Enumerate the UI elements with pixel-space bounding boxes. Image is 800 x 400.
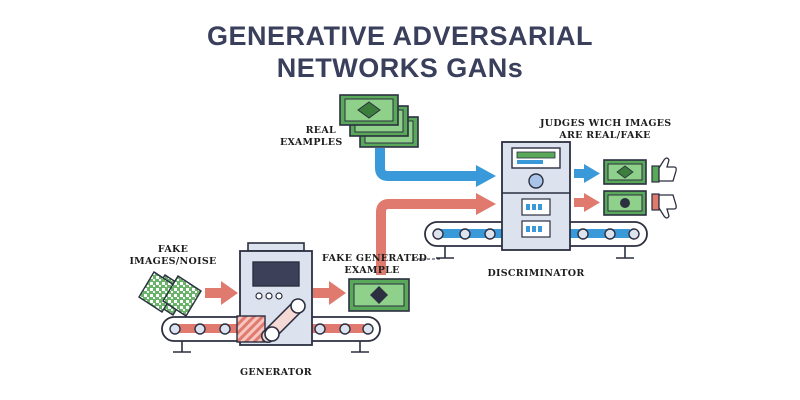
judges-label-line2: ARE REAL/FAKE — [559, 130, 651, 141]
generator-to-fake-arrow — [313, 281, 346, 305]
thumbs-down-icon — [651, 193, 677, 219]
real-examples-banknotes — [339, 94, 419, 148]
real-output-banknote — [603, 159, 647, 185]
judges-label: JUDGES WICH IMAGES ARE REAL/FAKE — [540, 118, 672, 142]
real-examples-label: REAL EXAMPLES — [280, 125, 343, 149]
real-to-discriminator-arrow — [375, 148, 496, 187]
fake-to-discriminator-arrow — [376, 193, 496, 275]
fake-output-banknote — [603, 190, 647, 216]
fake-noise-label-line2: IMAGES/NOISE — [129, 256, 217, 267]
noise-pattern-icon — [138, 271, 202, 317]
thumbs-up-icon — [651, 157, 677, 183]
discriminator-machine — [501, 141, 571, 251]
real-examples-label-line1: REAL — [305, 125, 336, 136]
judges-label-line1: JUDGES WICH IMAGES — [540, 118, 672, 129]
discriminator-label: DISCRIMINATOR — [487, 268, 585, 279]
real-examples-label-line2: EXAMPLES — [280, 137, 343, 148]
banknote-icon — [339, 94, 399, 126]
fake-noise-label-line1: FAKE — [157, 244, 189, 255]
fake-generated-label-line1: FAKE GENERATED — [322, 253, 428, 264]
generator-machine — [236, 242, 313, 346]
noise-to-generator-arrow — [205, 281, 238, 305]
fake-generated-label: FAKE GENERATED EXAMPLE — [322, 253, 428, 277]
fake-generated-label-line2: EXAMPLE — [344, 265, 400, 276]
fake-output-arrow — [574, 193, 600, 212]
real-output-arrow — [574, 164, 600, 183]
diagram-title-line2: NETWORKS GANs — [276, 53, 524, 83]
fake-noise-label: FAKE IMAGES/NOISE — [128, 244, 218, 268]
generator-label: GENERATOR — [240, 367, 312, 378]
fake-generated-banknote — [348, 278, 410, 312]
diagram-title-line1: GENERATIVE ADVERSARIAL — [206, 21, 594, 51]
